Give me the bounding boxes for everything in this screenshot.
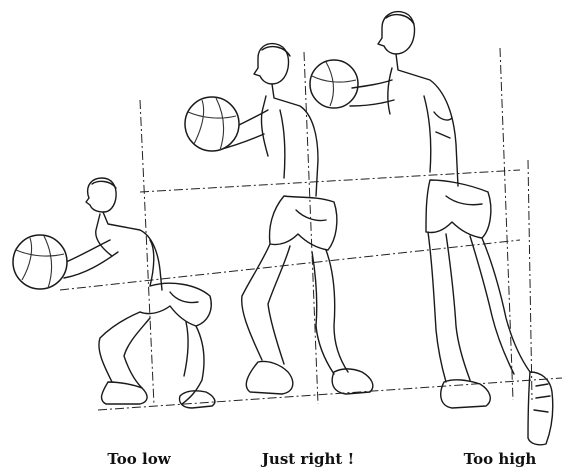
vertical-guide-mid: [304, 52, 318, 404]
horizontal-guide-upper: [140, 170, 520, 192]
player-too-high: [350, 12, 553, 445]
basketball-icon: [185, 97, 239, 151]
caption-too-low: Too low: [84, 448, 194, 470]
player-too-low: [13, 178, 215, 408]
caption-too-high: Too high: [445, 448, 555, 470]
vertical-guide-low: [140, 100, 154, 405]
floor-line: [98, 378, 562, 410]
caption-just-right: Just right !: [243, 448, 373, 470]
player-just-right: [185, 44, 373, 394]
vertical-guide-far: [528, 160, 532, 400]
basketball-icon: [13, 235, 67, 289]
